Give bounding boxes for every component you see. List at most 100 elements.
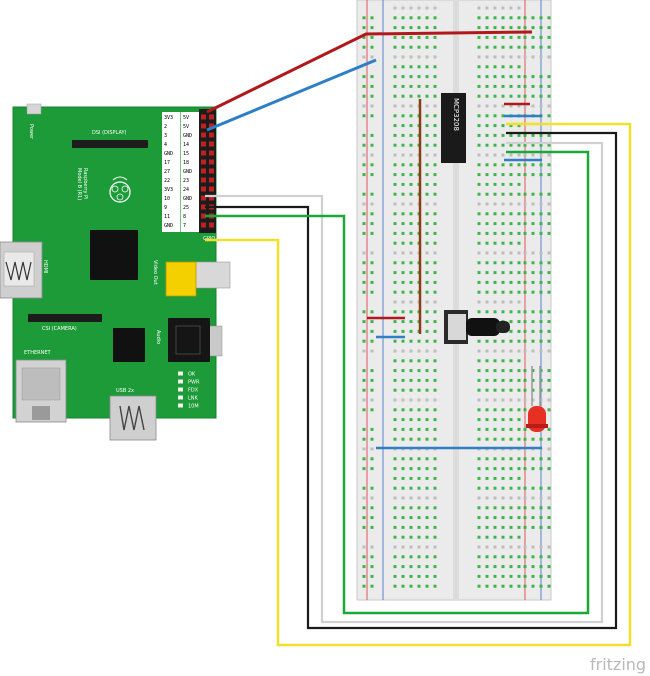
breadboard-hole xyxy=(401,408,405,412)
breadboard-hole xyxy=(433,173,437,177)
dsi-label: DSI (DISPLAY) xyxy=(92,130,127,136)
rail-hole xyxy=(539,545,543,549)
breadboard-hole xyxy=(409,45,413,49)
wires xyxy=(205,30,632,647)
rail-hole xyxy=(539,378,543,382)
gpio-pin xyxy=(201,177,206,183)
breadboard-hole xyxy=(485,408,489,412)
breadboard-hole xyxy=(517,359,521,363)
breadboard-hole xyxy=(509,369,513,373)
breadboard-hole xyxy=(425,408,429,412)
breadboard-hole xyxy=(501,202,505,206)
breadboard-hole xyxy=(425,496,429,500)
breadboard-hole xyxy=(433,290,437,294)
breadboard-hole xyxy=(433,45,437,49)
breadboard-hole xyxy=(477,202,481,206)
breadboard-hole xyxy=(517,555,521,559)
rail-hole xyxy=(531,545,535,549)
rail-hole xyxy=(370,447,374,451)
breadboard-hole xyxy=(425,565,429,569)
rail-hole xyxy=(362,388,366,392)
breadboard-hole xyxy=(517,231,521,235)
breadboard-hole xyxy=(485,114,489,118)
rail-hole xyxy=(370,222,374,226)
breadboard-hole xyxy=(501,359,505,363)
breadboard-hole xyxy=(425,104,429,108)
breadboard-hole xyxy=(509,359,513,363)
rail-hole xyxy=(362,427,366,431)
raspberry-pi-board: Power DSI (DISPLAY) Raspberry Pi Model B… xyxy=(0,103,231,441)
breadboard-hole xyxy=(501,35,505,39)
breadboard-hole xyxy=(517,398,521,402)
breadboard-hole xyxy=(401,584,405,588)
rail-hole xyxy=(362,84,366,88)
breadboard-hole xyxy=(477,35,481,39)
rail-hole xyxy=(531,202,535,206)
breadboard-hole xyxy=(393,545,397,549)
rail-hole xyxy=(523,75,527,79)
adc-chip: MCP3208 xyxy=(441,93,466,163)
breadboard-hole xyxy=(409,476,413,480)
rail-hole xyxy=(547,349,551,353)
rail-hole xyxy=(547,173,551,177)
breadboard-hole xyxy=(393,388,397,392)
rail-hole xyxy=(523,310,527,314)
rail-hole xyxy=(539,261,543,265)
breadboard-hole xyxy=(493,16,497,20)
breadboard-hole xyxy=(401,300,405,304)
breadboard-hole xyxy=(393,369,397,373)
gpio-right-label: 8 xyxy=(183,214,186,220)
breadboard-hole xyxy=(477,94,481,98)
rail-hole xyxy=(362,496,366,500)
breadboard-hole xyxy=(425,241,429,245)
rail-hole xyxy=(370,231,374,235)
status-led xyxy=(178,379,183,384)
breadboard-hole xyxy=(417,457,421,461)
breadboard-hole xyxy=(509,300,513,304)
rail-hole xyxy=(370,202,374,206)
breadboard-hole xyxy=(409,75,413,79)
gpio-left-label: 17 xyxy=(164,160,170,166)
rail-hole xyxy=(547,378,551,382)
rail-hole xyxy=(547,133,551,137)
breadboard-hole xyxy=(433,565,437,569)
rail-hole xyxy=(523,104,527,108)
breadboard-hole xyxy=(501,55,505,59)
breadboard-hole xyxy=(477,300,481,304)
breadboard-hole xyxy=(501,565,505,569)
breadboard-hole xyxy=(509,349,513,353)
rail-hole xyxy=(547,447,551,451)
rail-hole xyxy=(539,280,543,284)
rail-hole xyxy=(547,427,551,431)
breadboard-hole xyxy=(509,173,513,177)
breadboard-hole xyxy=(517,378,521,382)
rail-hole xyxy=(370,555,374,559)
breadboard-hole xyxy=(393,124,397,128)
rail-hole xyxy=(523,55,527,59)
rail-hole xyxy=(547,388,551,392)
breadboard-hole xyxy=(477,457,481,461)
rail-hole xyxy=(370,45,374,49)
breadboard-hole xyxy=(517,133,521,137)
breadboard-hole xyxy=(425,339,429,343)
breadboard-hole xyxy=(485,565,489,569)
breadboard-hole xyxy=(477,163,481,167)
breadboard-hole xyxy=(417,467,421,471)
gpio-right-label: 5V xyxy=(183,124,189,130)
breadboard-hole xyxy=(501,45,505,49)
breadboard-hole xyxy=(401,202,405,206)
breadboard-hole xyxy=(425,114,429,118)
breadboard-hole xyxy=(517,516,521,520)
gpio-pin xyxy=(201,114,206,120)
breadboard-hole xyxy=(485,251,489,255)
breadboard-hole xyxy=(409,496,413,500)
breadboard-hole xyxy=(425,467,429,471)
rail-hole xyxy=(539,251,543,255)
rail-hole xyxy=(362,94,366,98)
breadboard-hole xyxy=(433,104,437,108)
rail-hole xyxy=(523,398,527,402)
breadboard-hole xyxy=(509,143,513,147)
rail-hole xyxy=(539,153,543,157)
breadboard-hole xyxy=(477,398,481,402)
